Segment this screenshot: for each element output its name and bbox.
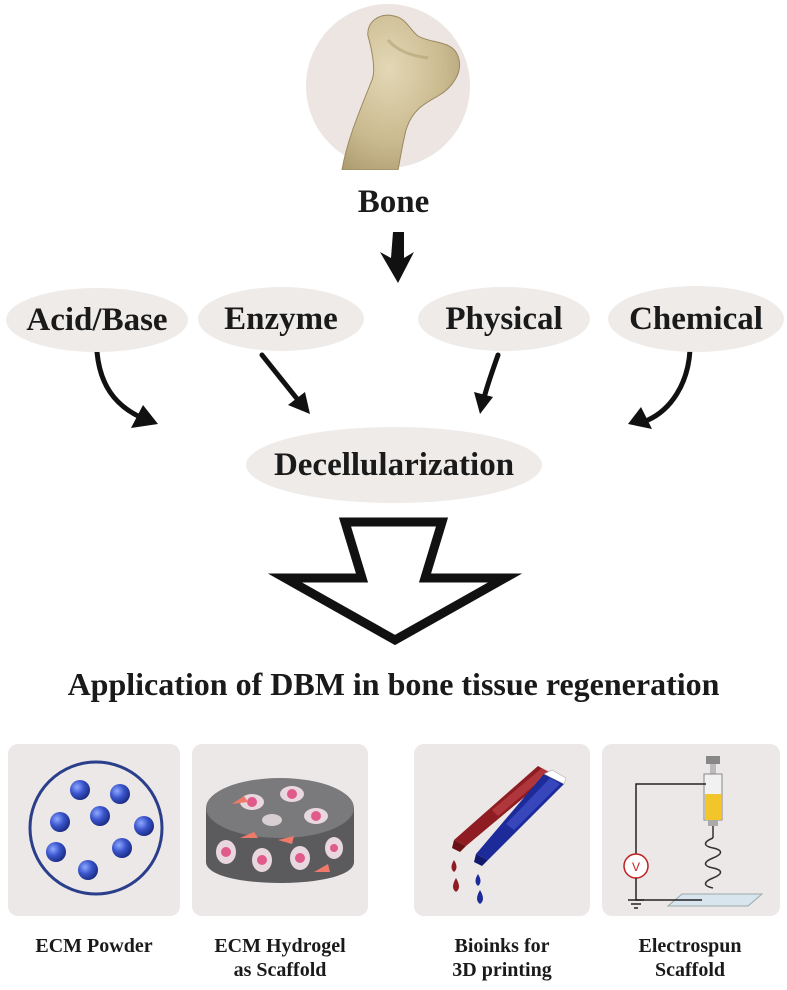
caption-ecm-powder: ECM Powder (4, 934, 184, 958)
panel-ecm-powder (8, 744, 180, 916)
caption-electrospun-line1: Electrospun (638, 935, 742, 957)
voltmeter-symbol: V (632, 860, 640, 874)
curved-arrow-icon (94, 347, 693, 423)
method-enzyme: Enzyme (198, 287, 364, 351)
caption-ecm-powder-line1: ECM Powder (35, 935, 153, 957)
large-down-arrow-icon (267, 517, 523, 646)
caption-bioinks-line1: Bioinks for (454, 935, 550, 957)
bone-label: Bone (357, 184, 430, 220)
method-physical-label: Physical (445, 300, 563, 337)
method-chemical: Chemical (608, 286, 784, 352)
arrow-down-icon (380, 232, 414, 283)
applications-heading: Application of DBM in bone tissue regene… (67, 666, 720, 702)
hydrogel-scaffold-icon (206, 778, 354, 883)
caption-bioinks-line2: 3D printing (452, 959, 552, 981)
bone-image (302, 0, 474, 170)
caption-ecm-hydrogel-line2: as Scaffold (233, 959, 327, 981)
method-acid-base: Acid/Base (6, 288, 188, 352)
bioink-syringes-icon (451, 766, 567, 904)
panel-electrospun: V (602, 744, 780, 916)
panel-bioinks (414, 744, 590, 916)
caption-electrospun-line2: Scaffold (655, 959, 725, 981)
electrospinning-setup-icon: V (623, 756, 764, 909)
caption-electrospun: Electrospun Scaffold (600, 934, 780, 982)
method-enzyme-label: Enzyme (224, 300, 338, 337)
ecm-powder-icon (28, 760, 164, 896)
arrowheads (131, 392, 652, 429)
decellularization-label: Decellularization (273, 446, 515, 483)
arrows-layer (94, 232, 693, 646)
method-physical: Physical (418, 287, 590, 351)
method-acid-base-label: Acid/Base (26, 301, 168, 338)
panel-ecm-hydrogel (192, 744, 368, 916)
method-chemical-label: Chemical (629, 300, 763, 337)
decellularization-node: Decellularization (246, 427, 542, 503)
caption-ecm-hydrogel-line1: ECM Hydrogel (214, 935, 346, 957)
bone-illustration (306, 4, 470, 170)
caption-bioinks: Bioinks for 3D printing (412, 934, 592, 982)
caption-ecm-hydrogel: ECM Hydrogel as Scaffold (190, 934, 370, 982)
